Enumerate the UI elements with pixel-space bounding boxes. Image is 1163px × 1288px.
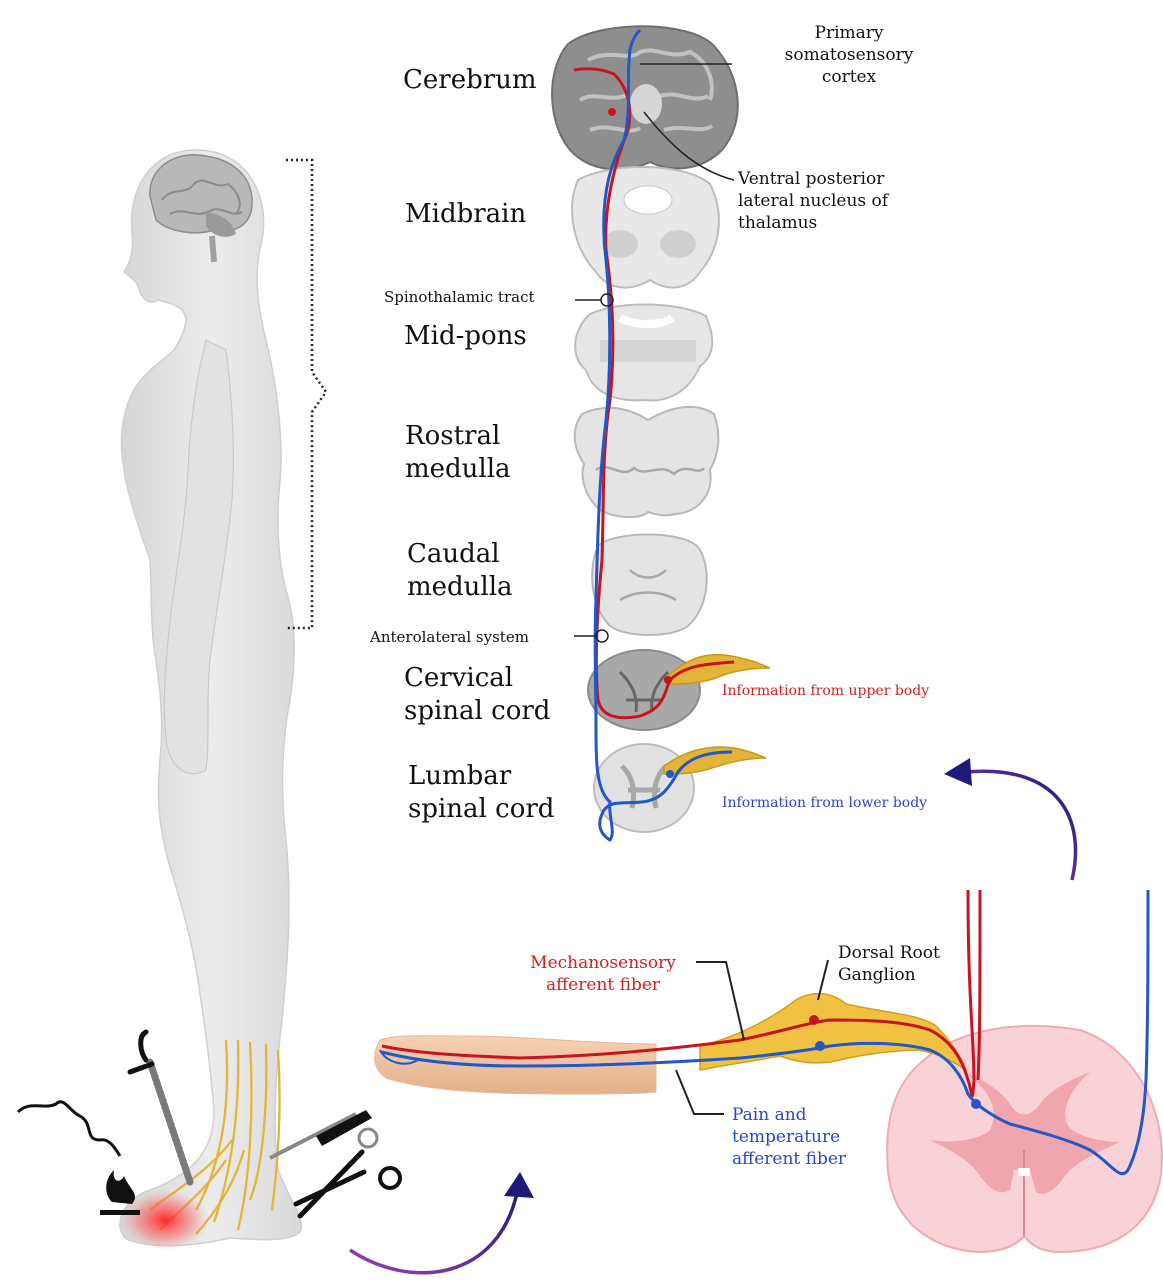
label-upper-body-info: Information from upper body (722, 682, 929, 700)
level-label-midpons: Mid-pons (404, 320, 527, 353)
large-spinal-cord (887, 1026, 1162, 1252)
midpons-section (575, 304, 712, 400)
cerebrum-section (552, 26, 738, 169)
level-label-line: medulla (407, 571, 513, 604)
level-label-lumbar-spinal-cord: Lumbar spinal cord (408, 760, 554, 827)
label-mechanosensory-fiber: Mechanosensory afferent fiber (518, 952, 688, 996)
label-line: lateral nucleus of (738, 190, 888, 212)
label-line: somatosensory (764, 44, 934, 66)
level-label-midbrain: Midbrain (405, 198, 526, 231)
label-lower-body-info: Information from lower body (722, 794, 927, 812)
pin-stimulus-icon (130, 1032, 190, 1182)
scissors-stimulus-icon (296, 1129, 400, 1216)
midbrain-section (572, 167, 719, 288)
level-label-line: Lumbar (408, 760, 554, 793)
label-line: thalamus (738, 212, 888, 234)
level-label-line: spinal cord (404, 695, 550, 728)
level-label-cervical-spinal-cord: Cervical spinal cord (404, 662, 550, 729)
label-line: temperature (732, 1126, 846, 1148)
label-line: Ganglion (838, 964, 940, 986)
label-line: Pain and (732, 1104, 846, 1126)
level-label-caudal-medulla: Caudal medulla (407, 538, 513, 605)
label-line: afferent fiber (732, 1148, 846, 1170)
level-label-line: Cervical (404, 662, 550, 695)
scalpel-stimulus-icon (270, 1110, 372, 1158)
level-label-rostral-medulla: Rostral medulla (405, 420, 511, 487)
label-anterolateral-system: Anterolateral system (370, 628, 529, 648)
label-line: Primary (764, 22, 934, 44)
label-line: Mechanosensory (518, 952, 688, 974)
level-label-line: medulla (405, 453, 511, 486)
level-label-line: Caudal (407, 538, 513, 571)
label-dorsal-root-ganglion: Dorsal Root Ganglion (838, 942, 940, 986)
human-figure (120, 150, 301, 1250)
caudal-medulla-section (592, 534, 707, 635)
arrow-cord-to-brain (966, 771, 1076, 880)
level-label-line: Rostral (405, 420, 511, 453)
label-line: cortex (764, 66, 934, 88)
label-pain-temperature-fiber: Pain and temperature afferent fiber (732, 1104, 846, 1170)
arrow-foot-to-finger (350, 1188, 518, 1273)
label-vpl-thalamus: Ventral posterior lateral nucleus of tha… (738, 168, 888, 234)
cervical-cord-section (588, 650, 700, 730)
label-line: afferent fiber (518, 974, 688, 996)
feather-stimulus-icon (18, 1102, 120, 1156)
rostral-medulla-section (575, 407, 719, 517)
label-line: Ventral posterior (738, 168, 888, 190)
label-primary-somatosensory-cortex: Primary somatosensory cortex (764, 22, 934, 88)
label-spinothalamic-tract: Spinothalamic tract (384, 288, 535, 308)
body-region-bracket (286, 160, 326, 628)
level-label-cerebrum: Cerebrum (403, 64, 537, 97)
label-line: Dorsal Root (838, 942, 940, 964)
level-label-line: spinal cord (408, 793, 554, 826)
